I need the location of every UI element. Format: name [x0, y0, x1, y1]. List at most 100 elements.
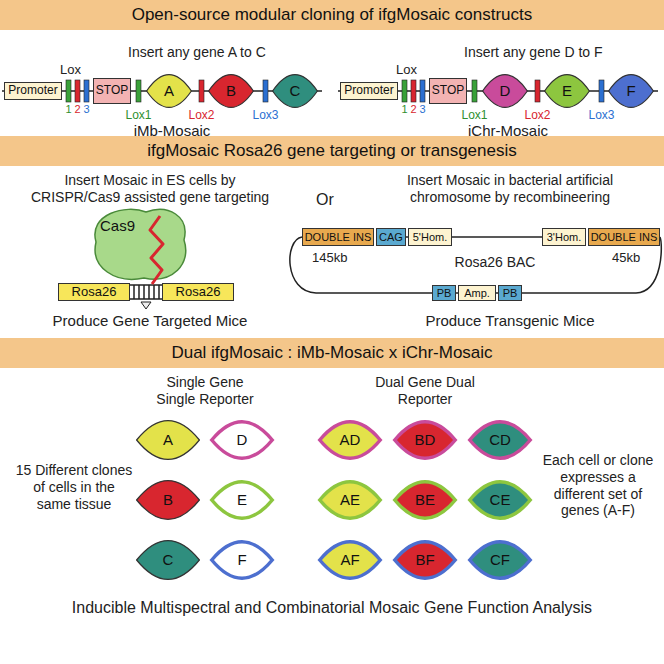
cell-clone: B [135, 480, 201, 520]
node-text: A [164, 83, 174, 100]
node-text: E [562, 83, 572, 100]
node-text: PB [503, 287, 518, 299]
lox-site [472, 80, 477, 102]
lox-site [136, 80, 141, 102]
promoter-box: CAG [376, 228, 406, 246]
lox-number: 1 [64, 103, 74, 116]
bottom-caption: Inducible Multispectral and Combinatoria… [7, 598, 657, 617]
node-text: BD [415, 432, 436, 449]
lox-label: Lox1 [121, 108, 157, 122]
cell-clone: AF [317, 540, 383, 580]
node-text: C [163, 552, 174, 569]
node-text: Amp. [464, 287, 490, 299]
node-text: CE [490, 492, 511, 509]
gene-cassette: A [145, 74, 193, 108]
amp-gene: Amp. [458, 285, 496, 301]
node-text: DOUBLE INS [591, 231, 658, 243]
connector-word: Or [305, 190, 345, 209]
cell-clone: BF [392, 540, 458, 580]
cell-clone: CE [467, 480, 533, 520]
node-text: D [237, 432, 248, 449]
piggybac-site: PB [432, 285, 456, 301]
side-note: 15 Different clones of cells in the same… [15, 462, 133, 512]
cell-clone: F [209, 540, 275, 580]
lox-site [599, 80, 604, 102]
bac-backbone [452, 236, 542, 238]
homology-arm: 5'Hom. [408, 228, 452, 246]
insert-note: Insert any gene D to F [464, 44, 664, 61]
piggybac-site: PB [498, 285, 522, 301]
lox-label: Lox3 [248, 108, 284, 122]
node-text: Dual ifgMosaic : iMb-Mosaic x iChr-Mosai… [171, 344, 492, 363]
cell-clone: D [209, 420, 275, 460]
gene-cassette: C [271, 74, 319, 108]
node-text: Rosa26 [72, 285, 117, 299]
lox-site [199, 80, 204, 102]
node-text: Rosa26 [176, 285, 221, 299]
lox-site [75, 80, 80, 102]
size-label: 45kb [612, 250, 656, 266]
homology-arm: 3'Hom. [542, 228, 586, 246]
section-band: Dual ifgMosaic : iMb-Mosaic x iChr-Mosai… [0, 338, 664, 368]
node-text: STOP [96, 84, 128, 97]
cut-site [141, 302, 151, 309]
cell-clone: CD [467, 420, 533, 460]
method-note: Insert Mosaic in ES cells by CRISPR/Cas9… [25, 172, 275, 206]
cell-clone: BE [392, 480, 458, 520]
lox-site [411, 80, 416, 102]
lox-number: 3 [82, 103, 92, 116]
lox-label: Lox2 [184, 108, 220, 122]
lox-number: 2 [73, 103, 83, 116]
promoter-box: Promoter [4, 82, 62, 100]
lox-number: 3 [418, 103, 428, 116]
outcome-label: Produce Gene Targeted Mice [25, 312, 275, 330]
node-text: F [237, 552, 246, 569]
lox-label: Lox3 [584, 108, 620, 122]
node-text: AF [340, 552, 359, 569]
node-text: 3'Hom. [547, 231, 582, 243]
gene-cassette: B [207, 74, 255, 108]
lox-number: 2 [409, 103, 419, 116]
node-text: Promoter [344, 84, 393, 97]
bac-name: Rosa26 BAC [435, 254, 555, 271]
node-text: Promoter [8, 84, 57, 97]
lox-number: 1 [400, 103, 410, 116]
insulator-box: DOUBLE INS [302, 228, 375, 246]
gene-cassette: D [481, 74, 529, 108]
node-text: E [237, 492, 247, 509]
rosa26-locus: Rosa26 [162, 283, 234, 301]
lox-site [263, 80, 268, 102]
node-text: 5'Hom. [413, 231, 448, 243]
node-text: F [626, 83, 635, 100]
lox-site [66, 80, 71, 102]
method-note: Insert Mosaic in bacterial artificial ch… [385, 172, 635, 206]
node-text: CF [490, 552, 510, 569]
gene-cassette: E [543, 74, 591, 108]
node-text: BE [415, 492, 435, 509]
size-label: 145kb [312, 250, 362, 266]
promoter-box: Promoter [340, 82, 398, 100]
lox-label: Lox [60, 62, 100, 78]
column-heading: Single Gene Single Reporter [150, 374, 260, 408]
stop-cassette: STOP [429, 78, 467, 104]
node-text: Open-source modular cloning of ifgMosaic… [132, 6, 533, 25]
insert-note: Insert any gene A to C [128, 44, 328, 61]
node-text: PB [437, 287, 452, 299]
column-heading: Dual Gene Dual Reporter [370, 374, 480, 408]
lox-site [535, 80, 540, 102]
cell-clone: A [135, 420, 201, 460]
blob-outline [88, 204, 188, 282]
node-text: DOUBLE INS [305, 231, 372, 243]
node-text: AE [340, 492, 360, 509]
lox-label: Lox2 [520, 108, 556, 122]
section-band: Open-source modular cloning of ifgMosaic… [0, 0, 664, 30]
rosa26-locus: Rosa26 [58, 283, 130, 301]
node-text: ifgMosaic Rosa26 gene targeting or trans… [147, 142, 517, 161]
node-text: D [500, 83, 511, 100]
cell-clone: BD [392, 420, 458, 460]
cell-clone: E [209, 480, 275, 520]
side-note: Each cell or clone expresses a different… [536, 452, 660, 519]
node-text: BF [415, 552, 434, 569]
node-text: B [163, 492, 173, 509]
cell-clone: AE [317, 480, 383, 520]
